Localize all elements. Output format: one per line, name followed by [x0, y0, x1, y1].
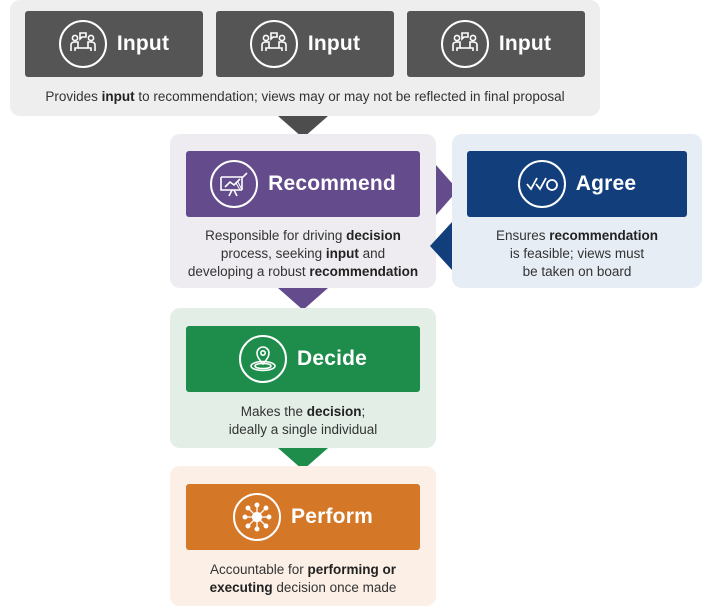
recommend-card: Recommend — [186, 151, 420, 217]
arrow-agree-to-recommend — [430, 222, 452, 270]
decide-label: Decide — [296, 347, 368, 370]
perform-description: Accountable for performing or executing … — [209, 562, 397, 595]
location-pin-icon — [238, 335, 287, 383]
whiteboard-chart-icon — [210, 160, 259, 208]
input-card-1-label: Input — [116, 32, 170, 55]
input-card-3-label: Input — [498, 32, 552, 55]
discussion-icon — [249, 20, 298, 68]
discussion-icon — [440, 20, 489, 68]
perform-label: Perform — [291, 505, 373, 528]
input-description: Provides input to recommendation; views … — [45, 89, 565, 104]
discussion-icon — [58, 20, 107, 68]
agree-label: Agree — [575, 172, 637, 195]
decide-card: Decide — [186, 326, 420, 392]
input-card-2: Input — [216, 11, 394, 77]
recommend-label: Recommend — [268, 172, 396, 195]
input-card-1: Input — [25, 11, 203, 77]
arrow-decide-to-perform — [278, 448, 328, 470]
recommend-description: Responsible for driving decision process… — [187, 228, 419, 279]
agree-card: Agree — [467, 151, 687, 217]
arrow-recommend-to-decide — [278, 288, 328, 310]
agree-description: Ensures recommendation is feasible; view… — [495, 228, 659, 279]
checkmarks-icon — [517, 160, 566, 208]
perform-card: Perform — [186, 484, 420, 550]
arrow-input-to-recommend — [278, 116, 328, 138]
network-hub-icon — [233, 493, 282, 541]
arrow-recommend-to-agree — [436, 165, 458, 215]
decide-description: Makes the decision; ideally a single ind… — [228, 404, 378, 437]
input-card-3: Input — [407, 11, 585, 77]
input-card-2-label: Input — [307, 32, 361, 55]
